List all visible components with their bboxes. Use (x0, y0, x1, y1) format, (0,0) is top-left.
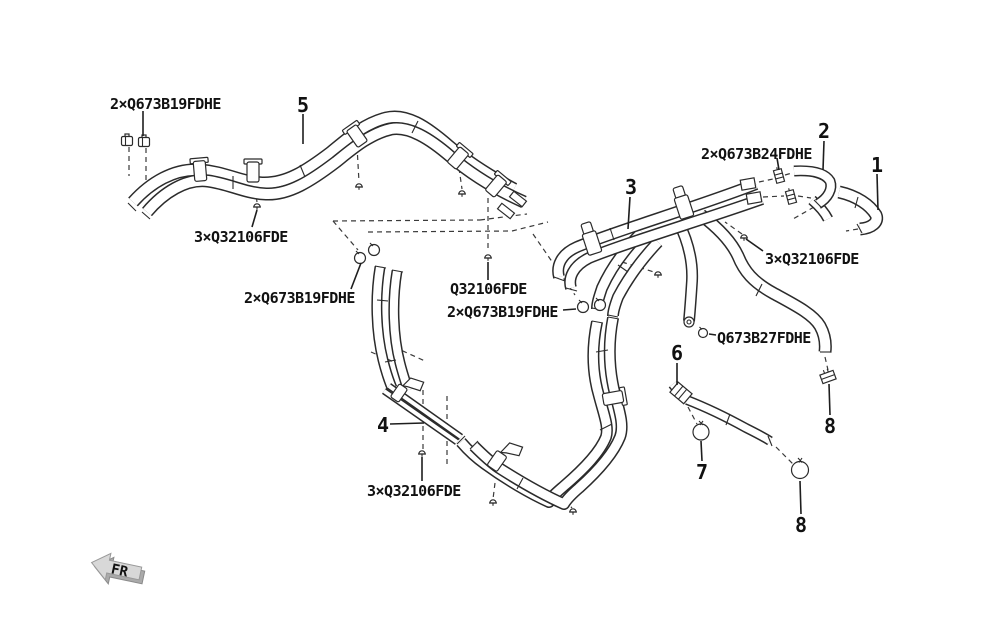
part-label-right-screws[interactable]: 3×Q32106FDE (765, 250, 859, 268)
hose-assembly-5 (133, 117, 524, 212)
callout-8-lower[interactable]: 8 (795, 513, 808, 537)
part-label-center-screw[interactable]: Q32106FDE (450, 280, 527, 298)
hose-clamp-brackets (189, 119, 763, 472)
part-label-top-left-screws[interactable]: 3×Q32106FDE (194, 228, 288, 246)
ring-clamps (353, 242, 810, 480)
fr-direction-arrow-icon (90, 552, 146, 585)
callout-5[interactable]: 5 (297, 93, 310, 117)
callout-3[interactable]: 3 (625, 175, 638, 199)
band-clamps (772, 167, 837, 385)
screws (253, 183, 748, 515)
hose-detail-lines (127, 120, 863, 490)
leader-lines (142, 111, 879, 515)
callout-2[interactable]: 2 (818, 119, 831, 143)
callout-7[interactable]: 7 (696, 460, 709, 484)
callout-1[interactable]: 1 (871, 153, 884, 177)
callout-6[interactable]: 6 (671, 341, 684, 365)
part-label-upper-right-hose-clamp[interactable]: 2×Q673B24FDHE (701, 145, 812, 163)
hose-1-and-2 (794, 171, 877, 229)
part-label-center-hose-clamp[interactable]: 2×Q673B19FDHE (447, 303, 558, 321)
part-label-top-left-hose-clamp[interactable]: 2×Q673B19FDHE (110, 95, 221, 113)
fr-direction-label: FR (109, 561, 130, 581)
callout-4[interactable]: 4 (377, 413, 390, 437)
part-label-loose-ring-clamp[interactable]: Q673B27FDHE (717, 329, 811, 347)
cap-fittings (120, 133, 151, 148)
part-label-mid-left-hose-clamp[interactable]: 2×Q673B19FDHE (244, 289, 355, 307)
part-label-bottom-screws[interactable]: 3×Q32106FDE (367, 482, 461, 500)
callout-8-upper[interactable]: 8 (824, 414, 837, 438)
dashed-alignment-lines (128, 145, 859, 509)
